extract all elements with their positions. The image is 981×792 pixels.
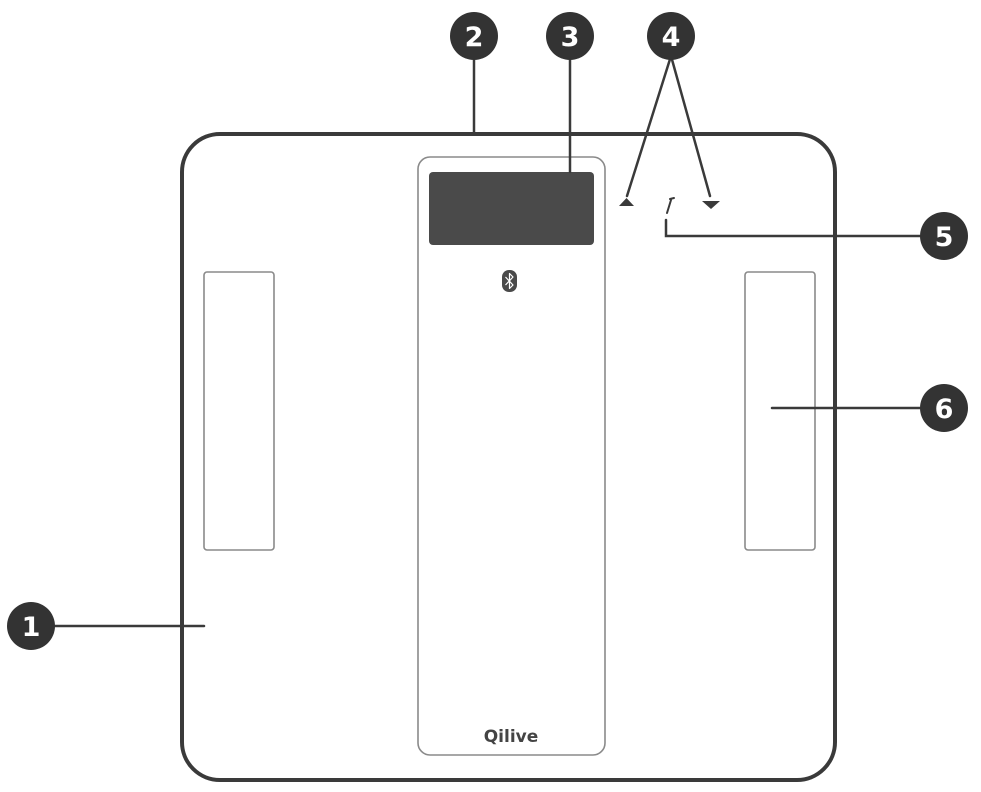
callout-3: 3: [546, 12, 594, 60]
callout-number: 2: [465, 22, 484, 53]
left-electrode-pad: [203, 271, 275, 551]
callout-6: 6: [920, 384, 968, 432]
scale-body: [180, 132, 837, 782]
callout-1: 1: [7, 602, 55, 650]
leader-lines: [53, 54, 922, 628]
bluetooth-icon: [502, 270, 517, 292]
leader-line-5: [664, 218, 922, 238]
callout-number: 6: [935, 394, 954, 425]
leader-line-4b: [669, 54, 712, 198]
right-electrode-pad: [744, 271, 816, 551]
center-panel: [417, 156, 606, 756]
lcd-display: [429, 172, 594, 245]
callout-number: 5: [935, 222, 954, 253]
triangle-up-icon[interactable]: [619, 198, 634, 206]
leader-line-4a: [625, 54, 673, 198]
callout-number: 1: [22, 612, 41, 643]
callout-5: 5: [920, 212, 968, 260]
brand-logo: Qilive: [484, 727, 539, 747]
triangle-down-icon[interactable]: [702, 201, 720, 209]
callout-2: 2: [450, 12, 498, 60]
callout-number: 4: [662, 22, 681, 53]
callout-number: 3: [561, 22, 580, 53]
callout-4: 4: [647, 12, 695, 60]
slash-switch-icon[interactable]: [666, 197, 675, 214]
